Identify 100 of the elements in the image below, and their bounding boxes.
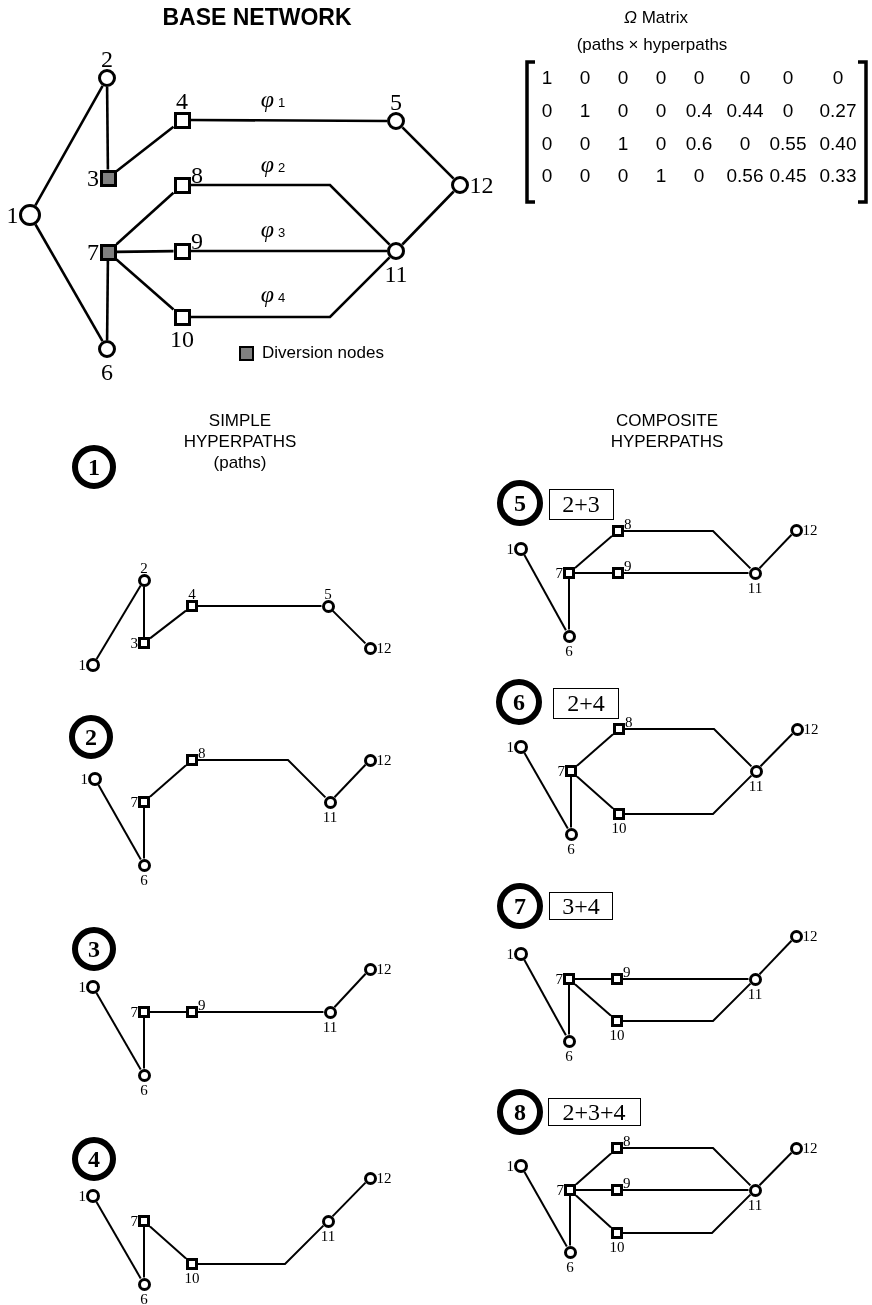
link-line xyxy=(143,585,145,638)
node-number: 1 xyxy=(78,979,86,995)
matrix-value: 0.4 xyxy=(685,100,713,122)
node-number: 1 xyxy=(78,1188,86,1204)
matrix-value: 0.33 xyxy=(819,165,857,187)
link-line xyxy=(570,776,572,829)
link-line xyxy=(34,223,104,342)
matrix-value: 0 xyxy=(655,133,667,155)
node-number: 7 xyxy=(87,240,99,264)
hyperpath-number-badge: 5 xyxy=(497,480,543,526)
matrix-value: 0.55 xyxy=(769,133,807,155)
link-line xyxy=(197,605,323,607)
link-line xyxy=(568,984,570,1036)
node-number: 6 xyxy=(565,643,573,659)
link-line xyxy=(624,774,753,815)
node-number: 11 xyxy=(747,986,763,1002)
link-line xyxy=(105,87,110,170)
link-line xyxy=(95,584,142,660)
node-number: 11 xyxy=(384,261,408,286)
matrix-value: 0 xyxy=(739,133,751,155)
node-number: 5 xyxy=(324,586,332,602)
link-line xyxy=(575,1152,612,1186)
node-number: 2 xyxy=(101,46,113,71)
matrix-value: 0 xyxy=(693,165,705,187)
node-number: 10 xyxy=(184,1271,200,1286)
node-number: 12 xyxy=(802,928,818,944)
node-number: 8 xyxy=(625,714,633,730)
link-line xyxy=(569,1195,571,1247)
matrix-value: 0 xyxy=(541,165,553,187)
link-line xyxy=(115,191,175,246)
node-number: 8 xyxy=(623,1133,631,1149)
link-line xyxy=(97,784,142,861)
matrix-value: 0 xyxy=(579,67,591,89)
path-combination-box: 2+3+4 xyxy=(547,1098,641,1126)
node-number: 10 xyxy=(611,821,627,836)
matrix-value: 0 xyxy=(693,67,705,89)
link-line xyxy=(143,1226,145,1279)
link-line xyxy=(574,983,612,1017)
matrix-value: 0 xyxy=(739,67,751,89)
matrix-subtitle: (paths × hyperpaths xyxy=(576,35,728,55)
matrix-value: 1 xyxy=(655,165,667,187)
diagram-title: BASE NETWORK xyxy=(162,4,352,31)
node-number: 6 xyxy=(140,1291,148,1305)
node-number: 12 xyxy=(803,721,819,737)
node-number: 9 xyxy=(191,228,203,253)
link-line xyxy=(149,609,187,640)
link-line xyxy=(331,1181,367,1218)
matrix-value: 0 xyxy=(655,100,667,122)
link-line xyxy=(759,732,794,768)
matrix-value: 0.44 xyxy=(726,100,764,122)
legend-label: Diversion nodes xyxy=(262,343,384,363)
link-line xyxy=(105,260,110,340)
link-line xyxy=(190,256,391,319)
node-number: 11 xyxy=(320,1228,336,1244)
matrix-value: 0.56 xyxy=(726,165,764,187)
link-line xyxy=(333,972,367,1009)
node-number: 12 xyxy=(802,1140,818,1156)
matrix-value: 0 xyxy=(617,165,629,187)
node-number: 9 xyxy=(623,1175,631,1191)
link-line xyxy=(622,1189,750,1191)
link-line xyxy=(115,258,175,311)
node-number: 3 xyxy=(130,635,138,651)
link-line xyxy=(568,578,570,631)
matrix-value: 0 xyxy=(832,67,844,89)
node-number: 6 xyxy=(565,1048,573,1064)
matrix-value: 0.27 xyxy=(819,100,857,122)
node-number: 4 xyxy=(188,587,196,602)
link-line xyxy=(758,939,793,976)
node-number: 7 xyxy=(130,1004,138,1020)
link-line xyxy=(575,1194,612,1229)
link-line xyxy=(622,1193,752,1234)
matrix-value: 0.6 xyxy=(685,133,713,155)
link-line xyxy=(143,1017,145,1070)
hyperpath-number-badge: 4 xyxy=(72,1137,116,1181)
node-number: 6 xyxy=(566,1259,574,1275)
link-line xyxy=(574,535,613,569)
link-line xyxy=(622,1147,752,1187)
node-number: 7 xyxy=(555,565,563,581)
node-number: 1 xyxy=(6,203,19,227)
node-number: 7 xyxy=(556,1182,564,1198)
link-line xyxy=(95,992,142,1071)
matrix-value: 0.45 xyxy=(769,165,807,187)
node-number: 1 xyxy=(80,771,88,787)
link-line xyxy=(115,125,175,173)
matrix-value: 1 xyxy=(617,133,629,155)
matrix-value: 1 xyxy=(541,67,553,89)
section-heading: SIMPLE HYPERPATHS (paths) xyxy=(182,410,298,473)
node-number: 9 xyxy=(198,997,206,1013)
node-number: 4 xyxy=(176,89,188,113)
node-number: 7 xyxy=(557,763,565,779)
node-number: 7 xyxy=(555,971,563,987)
hyperpath-number-badge: 1 xyxy=(72,445,116,489)
hyperpath-number-badge: 2 xyxy=(69,715,113,759)
node-number: 6 xyxy=(140,872,148,888)
node-number: 12 xyxy=(376,1170,392,1186)
matrix-value: 0 xyxy=(579,165,591,187)
matrix-value: 0.40 xyxy=(819,133,857,155)
link-line xyxy=(622,982,752,1022)
node-number: 1 xyxy=(506,1158,514,1174)
link-line xyxy=(622,978,750,980)
